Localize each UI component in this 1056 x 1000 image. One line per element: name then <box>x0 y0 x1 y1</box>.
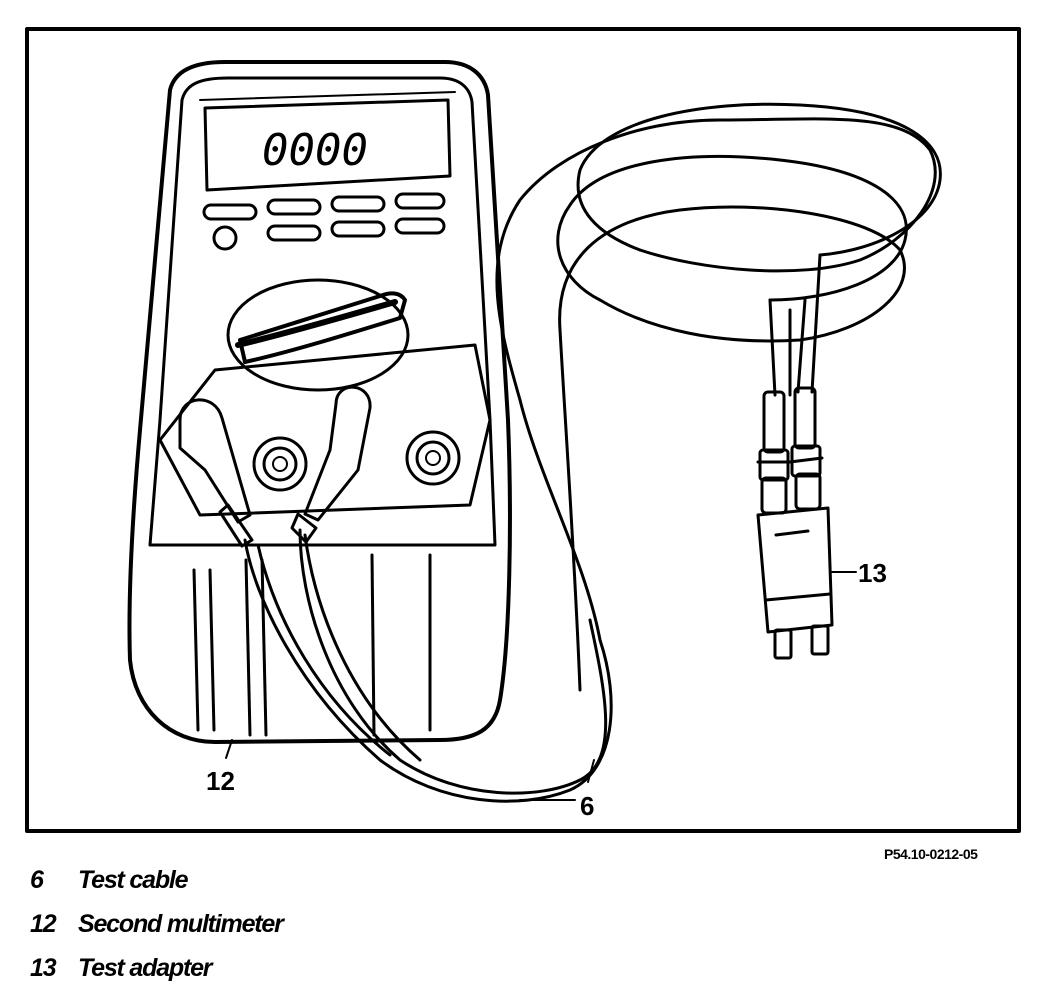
legend-number: 13 <box>30 953 57 982</box>
legend-item: 13 Test adapter <box>30 946 283 990</box>
legend-number: 12 <box>30 909 57 938</box>
legend-text: Second multimeter <box>78 909 284 938</box>
figure-reference-id: P54.10-0212-05 <box>884 846 978 862</box>
callout-13: 13 <box>858 558 887 588</box>
callout-line-12 <box>225 739 233 759</box>
legend-text: Test adapter <box>78 953 213 982</box>
legend: 6 Test cable 12 Second multimeter 13 Tes… <box>30 858 284 990</box>
callout-6: 6 <box>580 791 594 821</box>
legend-text: Test cable <box>78 865 189 894</box>
display-reading: 0000 <box>262 125 368 176</box>
figure-frame <box>25 27 1021 833</box>
legend-item: 12 Second multimeter <box>30 902 284 946</box>
legend-item: 6 Test cable <box>30 858 283 902</box>
legend-number: 6 <box>30 865 44 894</box>
test-cable <box>243 102 942 803</box>
probe-plugs <box>178 385 372 548</box>
callout-12: 12 <box>206 766 235 796</box>
callout-line-6 <box>519 759 595 801</box>
test-adapter <box>756 386 834 660</box>
multimeter-body <box>127 60 512 744</box>
